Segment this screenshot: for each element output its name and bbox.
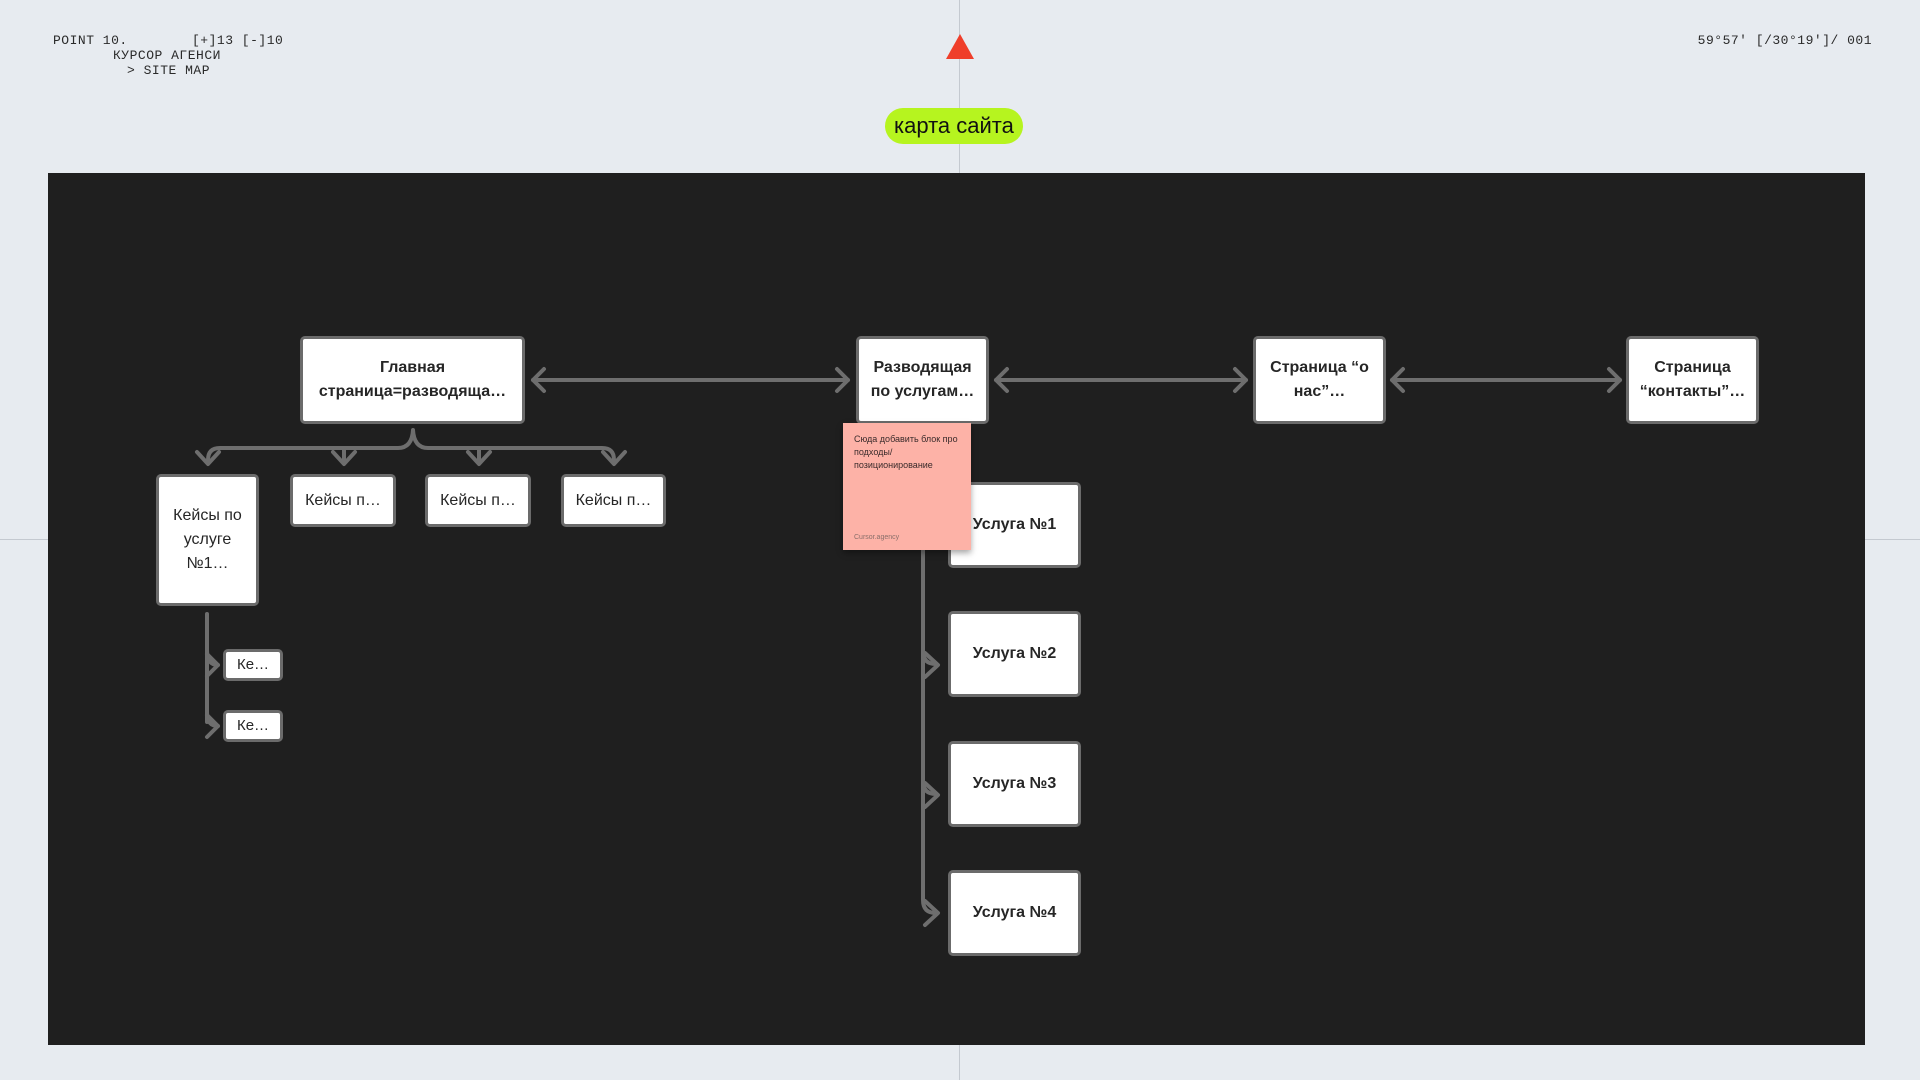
node-cases-3[interactable]: Кейсы п…	[425, 474, 531, 527]
node-cases-2[interactable]: Кейсы п…	[290, 474, 396, 527]
coordinates-label: 59°57′ [/30°19′]/ 001	[1697, 33, 1872, 48]
sticky-note-text: Сюда добавить блок про подходы/ позицион…	[854, 434, 958, 470]
node-services-hub[interactable]: Разводящая по услугам…	[856, 336, 989, 424]
connector-services-list	[921, 548, 938, 915]
node-cases-4[interactable]: Кейсы п…	[561, 474, 666, 527]
counter-label: [+]13 [-]10	[192, 33, 284, 48]
node-main-page[interactable]: Главная страница=разводяща…	[300, 336, 525, 424]
page-title: карта сайта	[888, 111, 1020, 141]
section-label: > SITE MAP	[127, 63, 211, 78]
node-service-3[interactable]: Услуга №3	[948, 741, 1081, 827]
node-cases-service-1[interactable]: Кейсы по услуге №1…	[156, 474, 259, 606]
node-about-page[interactable]: Страница “о нас”…	[1253, 336, 1386, 424]
sticky-note-signature: Cursor.agency	[854, 534, 900, 541]
node-service-4[interactable]: Услуга №4	[948, 870, 1081, 956]
marker-triangle-icon	[946, 34, 974, 59]
sticky-note[interactable]: Сюда добавить блок про подходы/ позицион…	[843, 423, 971, 550]
node-service-2[interactable]: Услуга №2	[948, 611, 1081, 697]
node-case-sub-1[interactable]: Ке…	[223, 649, 283, 681]
point-label: POINT 10.	[53, 33, 128, 48]
node-contacts-page[interactable]: Страница “контакты”…	[1626, 336, 1759, 424]
agency-label: КУРСОР АГЕНСИ	[113, 48, 221, 63]
node-case-sub-2[interactable]: Ке…	[223, 710, 283, 742]
connector-brace	[206, 428, 616, 462]
